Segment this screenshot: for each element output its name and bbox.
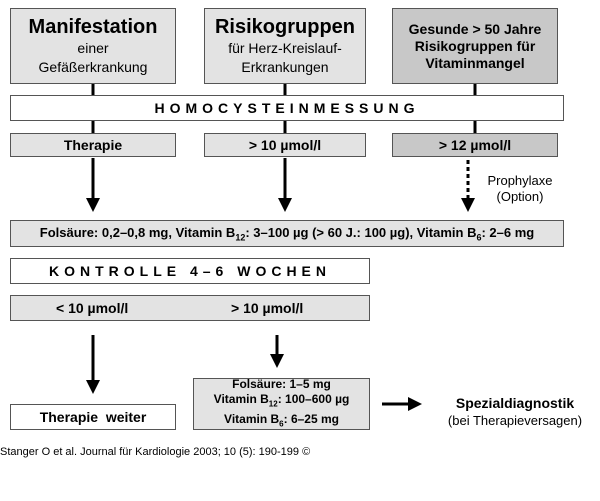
high-dose-box: Folsäure: 1–5 mg Vitamin B12: 100–600 µg…: [193, 377, 370, 431]
control-label: KONTROLLE 4–6 WOCHEN: [48, 263, 331, 279]
box-threshold-10: > 10 µmol/l: [204, 133, 366, 157]
high-dose-b12-suffix: : 100–600 µg: [277, 392, 350, 407]
gesunde-line-2: Risikogruppen für: [414, 37, 536, 54]
measurement-label: HOMOCYSTEINMESSUNG: [154, 100, 420, 116]
special-subtitle: (bei Therapieversagen): [447, 413, 583, 428]
continue-therapy-box: Therapie weiter: [10, 404, 176, 430]
threshold-12-label: > 12 µmol/l: [438, 137, 512, 153]
high-dose-line-2: Vitamin B12: 100–600 µg: [214, 392, 350, 411]
gesunde-line-1: Gesunde > 50 Jahre: [408, 20, 542, 37]
arrowhead-left-to-dosage: [86, 198, 100, 212]
box-threshold-12: > 12 µmol/l: [392, 133, 558, 157]
continue-therapy-label: Therapie weiter: [39, 409, 147, 425]
dosage-b6-sub: 6: [476, 232, 482, 243]
high-dose-b6-prefix: Vitamin B: [224, 411, 280, 426]
high-dose-b12-prefix: Vitamin B: [213, 392, 269, 407]
prophylaxe-line-1: Prophylaxe: [487, 173, 553, 188]
dosage-text: Folsäure: 0,2–0,8 mg, Vitamin B12: 3–100…: [40, 225, 534, 243]
special-title: Spezialdiagnostik: [455, 395, 575, 411]
arrowhead-low-result: [86, 380, 100, 394]
dosage-b12-text: : 3–100 µg (> 60 J.: 100 µg), Vitamin B: [245, 224, 477, 240]
arrowhead-high-result: [270, 354, 284, 368]
high-dose-line-3: Vitamin B6: 6–25 mg: [224, 412, 339, 431]
dosage-b12-sub: 12: [235, 232, 246, 243]
control-box: KONTROLLE 4–6 WOCHEN: [10, 258, 370, 284]
high-dose-b6-suffix: : 6–25 mg: [283, 411, 339, 426]
box-risikogruppen: Risikogruppen für Herz-Kreislauf- Erkran…: [204, 8, 366, 84]
box-gesunde: Gesunde > 50 Jahre Risikogruppen für Vit…: [392, 8, 558, 84]
prophylaxe-label: Prophylaxe (Option): [470, 173, 570, 205]
arrowhead-right-dotted: [461, 198, 475, 212]
gesunde-line-3: Vitaminmangel: [425, 54, 525, 71]
dosage-folsaeure: Folsäure: 0,2–0,8 mg, Vitamin B: [39, 224, 236, 240]
risikogruppen-title: Risikogruppen: [214, 16, 355, 38]
homocysteine-measurement-bar: HOMOCYSTEINMESSUNG: [10, 95, 564, 121]
therapie-label: Therapie: [63, 137, 123, 153]
prophylaxe-line-2: (Option): [496, 189, 544, 204]
special-diagnostics: Spezialdiagnostik (bei Therapieversagen): [430, 394, 600, 430]
manifestation-subtitle-2: Gefäßerkrankung: [38, 59, 148, 75]
result-low-label: < 10 µmol/l: [56, 300, 129, 316]
dosage-b6-text: : 2–6 mg: [481, 224, 535, 240]
arrowhead-middle-to-dosage: [278, 198, 292, 212]
threshold-10-label: > 10 µmol/l: [248, 137, 322, 153]
high-dose-b12-sub: 12: [268, 399, 278, 409]
manifestation-subtitle-1: einer: [77, 40, 109, 56]
high-dose-line-1: Folsäure: 1–5 mg: [232, 377, 331, 392]
dosage-bar: Folsäure: 0,2–0,8 mg, Vitamin B12: 3–100…: [10, 220, 564, 247]
result-high-label: > 10 µmol/l: [231, 300, 304, 316]
arrowhead-to-special: [408, 397, 422, 411]
citation: Stanger O et al. Journal für Kardiologie…: [0, 446, 311, 458]
box-therapie: Therapie: [10, 133, 176, 157]
manifestation-title: Manifestation: [28, 16, 158, 38]
high-dose-b6-sub: 6: [279, 418, 284, 428]
box-manifestation: Manifestation einer Gefäßerkrankung: [10, 8, 176, 84]
control-results-bar: < 10 µmol/l > 10 µmol/l: [10, 295, 370, 321]
risikogruppen-subtitle-2: Erkrankungen: [241, 59, 329, 75]
risikogruppen-subtitle-1: für Herz-Kreislauf-: [228, 40, 342, 56]
